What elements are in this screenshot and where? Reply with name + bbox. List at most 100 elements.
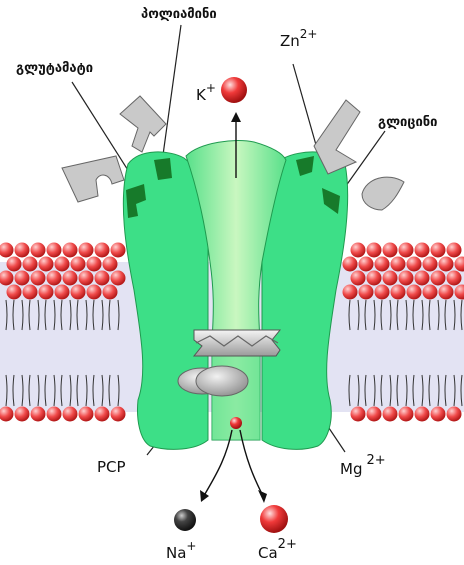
- magnesium-label: Mg 2+: [340, 453, 386, 478]
- lipid-head: [71, 285, 86, 300]
- lipid-head: [103, 285, 118, 300]
- sodium-ion: [174, 509, 196, 531]
- lipid-head: [23, 285, 38, 300]
- lipid-head: [383, 407, 398, 422]
- lipid-head: [0, 243, 14, 258]
- lipid-head: [7, 257, 22, 272]
- magnesium-charge: 2+: [366, 453, 385, 468]
- glycine-ligand: [362, 177, 404, 210]
- lipid-head: [71, 257, 86, 272]
- calcium-charge: 2+: [278, 537, 297, 552]
- glutamate-ligand: [62, 156, 124, 202]
- membrane-ion-dot: [230, 417, 242, 429]
- lipid-head: [439, 285, 454, 300]
- magnesium-symbol: Mg: [340, 460, 362, 478]
- lipid-head: [87, 285, 102, 300]
- lipid-head: [367, 243, 382, 258]
- lipid-head: [375, 285, 390, 300]
- lipid-head: [31, 271, 46, 286]
- lipid-head: [79, 407, 94, 422]
- lipid-head: [391, 257, 406, 272]
- lipid-head: [111, 407, 126, 422]
- sodium-label: Na+: [166, 539, 196, 562]
- lipid-head: [431, 243, 446, 258]
- lipid-head: [103, 257, 118, 272]
- lipid-head: [415, 271, 430, 286]
- zinc-symbol: Zn: [280, 32, 300, 50]
- lipid-head: [47, 271, 62, 286]
- lipid-head: [39, 257, 54, 272]
- nmda-receptor-channel: [123, 141, 347, 450]
- lipid-head: [415, 243, 430, 258]
- calcium-ion: [260, 505, 288, 533]
- lipid-head: [343, 285, 358, 300]
- glutamate-label: გლუტამატი: [16, 61, 93, 76]
- lipid-head: [447, 271, 462, 286]
- calcium-symbol: Ca: [258, 544, 278, 562]
- lipid-head: [95, 407, 110, 422]
- sodium-charge: +: [186, 539, 196, 553]
- mg-block-shape: [194, 330, 280, 356]
- lipid-head: [55, 285, 70, 300]
- lipid-head: [15, 271, 30, 286]
- lipid-head: [343, 257, 358, 272]
- lipid-head: [359, 257, 374, 272]
- lipid-head: [399, 243, 414, 258]
- lipid-head: [383, 271, 398, 286]
- zinc-pointer: [293, 64, 318, 152]
- pcp-label: PCP: [97, 458, 126, 476]
- lipid-head: [47, 407, 62, 422]
- lipid-head: [391, 285, 406, 300]
- potassium-ion: [221, 77, 247, 103]
- calcium-arrowhead: [258, 490, 267, 503]
- lipid-head: [423, 257, 438, 272]
- lipid-head: [407, 257, 422, 272]
- polyamine-ligand: [120, 96, 166, 152]
- lipid-head: [111, 243, 126, 258]
- potassium-charge: +: [206, 81, 216, 95]
- magnesium-block: [194, 330, 280, 356]
- lipid-head: [375, 257, 390, 272]
- calcium-label: Ca2+: [258, 537, 297, 562]
- potassium-label: K+: [196, 81, 216, 104]
- lipid-head: [367, 271, 382, 286]
- lipid-head: [351, 407, 366, 422]
- sodium-arrowhead: [200, 490, 209, 502]
- lipid-head: [431, 271, 446, 286]
- lipid-head: [399, 271, 414, 286]
- lipid-head: [39, 285, 54, 300]
- pcp-molecule: [178, 366, 248, 396]
- lipid-head: [351, 243, 366, 258]
- lipid-head: [111, 271, 126, 286]
- lipid-head: [423, 285, 438, 300]
- glycine-label: გლიცინი: [378, 115, 438, 130]
- lipid-head: [15, 243, 30, 258]
- lipid-head: [23, 257, 38, 272]
- lipid-head: [79, 243, 94, 258]
- lipid-head: [351, 271, 366, 286]
- lipid-head: [447, 407, 462, 422]
- lipid-head: [407, 285, 422, 300]
- lipid-head: [439, 257, 454, 272]
- lipid-head: [399, 407, 414, 422]
- lipid-head: [359, 285, 374, 300]
- zinc-label: Zn2+: [280, 27, 318, 50]
- lipid-head: [63, 243, 78, 258]
- lipid-head: [447, 243, 462, 258]
- lipid-head: [7, 285, 22, 300]
- pcp-ellipse-front: [196, 366, 248, 396]
- lipid-head: [383, 243, 398, 258]
- lipid-head: [431, 407, 446, 422]
- lipid-head: [31, 407, 46, 422]
- lipid-head: [55, 257, 70, 272]
- zinc-charge: 2+: [300, 27, 318, 41]
- lipid-head: [15, 407, 30, 422]
- lipid-head: [47, 243, 62, 258]
- lipid-head: [415, 407, 430, 422]
- potassium-arrowhead: [231, 112, 241, 122]
- lipid-head: [95, 243, 110, 258]
- polyamine-pointer: [163, 25, 181, 155]
- sodium-symbol: Na: [166, 544, 186, 562]
- lipid-head: [79, 271, 94, 286]
